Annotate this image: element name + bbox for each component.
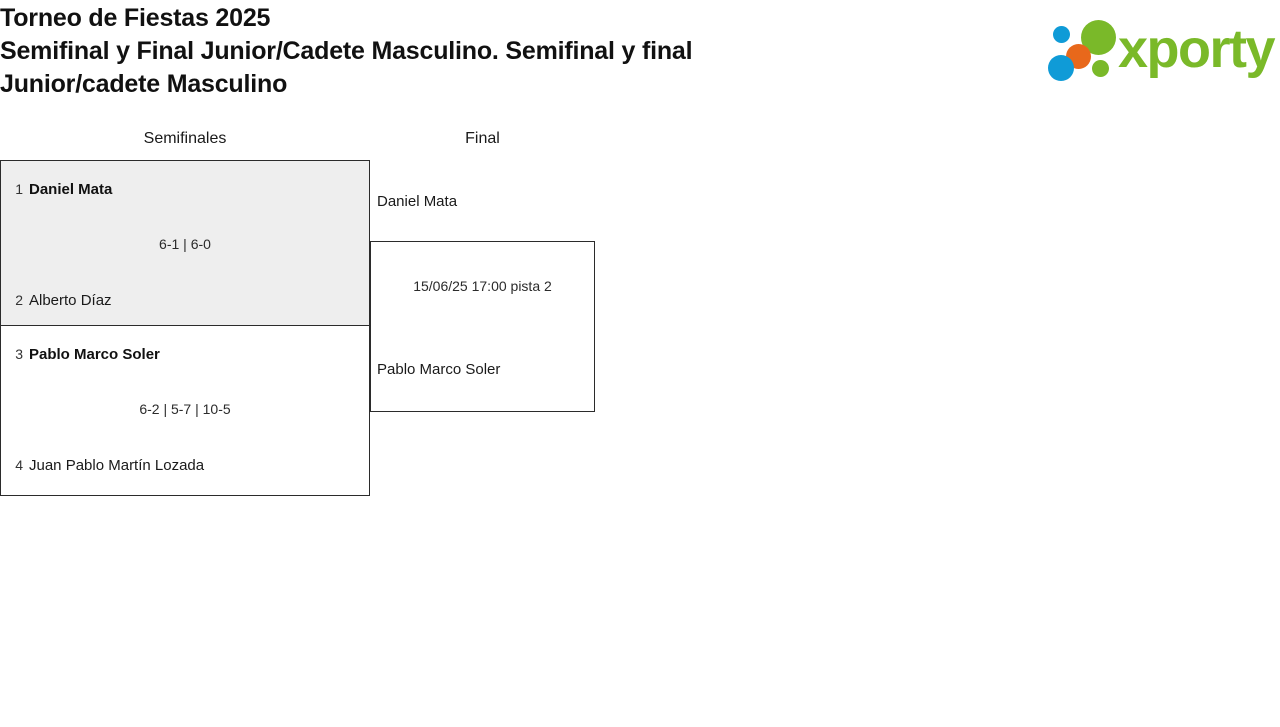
page-title: Torneo de Fiestas 2025 [0, 4, 271, 32]
logo-dot-blue-small-icon [1053, 26, 1070, 43]
match-player-top[interactable]: 3 Pablo Marco Soler [1, 343, 369, 365]
logo-dots-icon [1048, 20, 1120, 82]
logo-dot-blue-large-icon [1048, 55, 1074, 81]
match-player-top[interactable]: 1 Daniel Mata [1, 178, 369, 200]
page-subtitle-line-2: Junior/cadete Masculino [0, 70, 288, 98]
player-name: Alberto Díaz [29, 292, 112, 309]
player-name: Juan Pablo Martín Lozada [29, 457, 205, 474]
match-semifinal-1[interactable]: 1 Daniel Mata 6-1 | 6-0 2 Alberto Díaz [0, 160, 370, 326]
final-player-top[interactable]: Daniel Mata [377, 193, 458, 210]
player-name: Pablo Marco Soler [29, 346, 160, 363]
match-score: 6-2 | 5-7 | 10-5 [139, 401, 231, 417]
round-header-final: Final [465, 130, 500, 147]
player-seed: 4 [15, 457, 23, 473]
player-seed: 2 [15, 292, 23, 308]
round-header-semifinales: Semifinales [143, 130, 227, 147]
match-final[interactable] [370, 241, 595, 412]
xporty-logo: xporty [1048, 18, 1276, 84]
page-subtitle-line-1: Semifinal y Final Junior/Cadete Masculin… [0, 37, 693, 65]
logo-dot-green-small-icon [1092, 60, 1109, 77]
match-semifinal-2[interactable]: 3 Pablo Marco Soler 6-2 | 5-7 | 10-5 4 Jua… [0, 325, 370, 496]
final-schedule: 15/06/25 17:00 pista 2 [413, 278, 552, 294]
logo-wordmark: xporty [1118, 19, 1276, 79]
page-header: Torneo de Fiestas 2025 Semifinal y Final… [0, 0, 1280, 110]
final-player-bottom[interactable]: Pablo Marco Soler [377, 361, 501, 378]
player-seed: 1 [15, 181, 23, 197]
match-score: 6-1 | 6-0 [159, 236, 211, 252]
player-name: Daniel Mata [29, 181, 113, 198]
tournament-title-block: Torneo de Fiestas 2025 Semifinal y Final… [0, 2, 900, 101]
player-seed: 3 [15, 346, 23, 362]
match-player-bottom[interactable]: 4 Juan Pablo Martín Lozada [1, 454, 369, 476]
match-player-bottom[interactable]: 2 Alberto Díaz [1, 289, 369, 311]
